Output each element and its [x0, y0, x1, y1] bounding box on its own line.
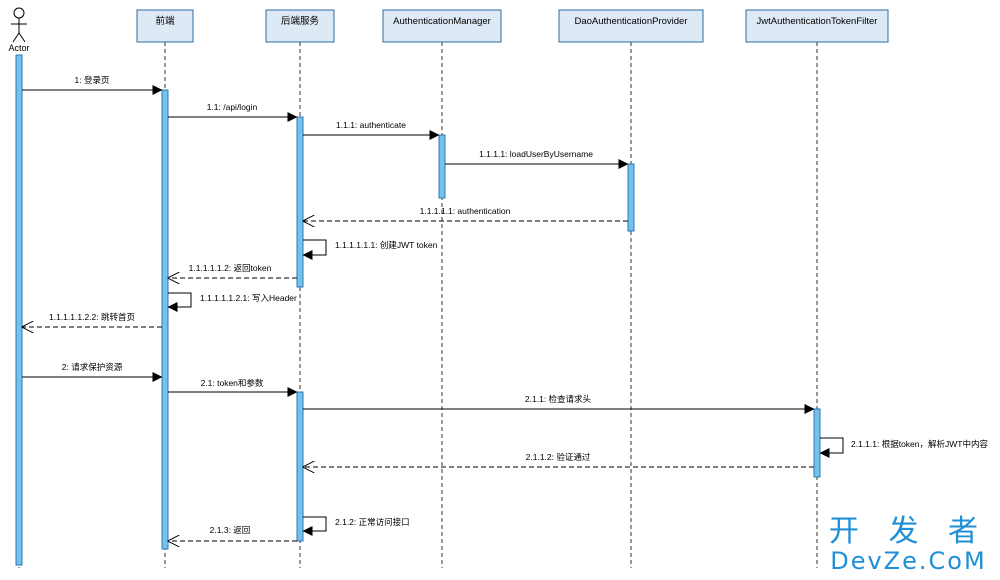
lifeline-head-jwtfilter: JwtAuthenticationTokenFilter	[745, 9, 889, 43]
activation-authmgr	[438, 134, 446, 199]
lifeline-head-authmgr: AuthenticationManager	[382, 9, 502, 43]
lifeline-head-backend: 后端服务	[265, 9, 335, 43]
watermark-en: DevZe.CoM	[830, 547, 987, 575]
lifeline-label-authmgr: AuthenticationManager	[393, 16, 491, 27]
message-label: 1.1.1.1.1.1: 创建JWT token	[335, 240, 438, 250]
message-label: 1.1.1: authenticate	[336, 120, 406, 130]
message-label: 2.1.1.2: 验证通过	[526, 452, 591, 462]
activation-actor	[15, 54, 23, 566]
message-1-1-1-1-1-2: 1.1.1.1.1.2: 返回token	[168, 263, 297, 278]
message-label: 2.1.2: 正常访问接口	[335, 517, 410, 527]
message-arrow	[167, 292, 192, 312]
actor-label: Actor	[8, 43, 29, 53]
message-1-1-1-1-1-1: 1.1.1.1.1.1: 创建JWT token	[302, 239, 438, 260]
activation-frontend	[161, 89, 169, 550]
message-2-1-1-2: 2.1.1.2: 验证通过	[303, 452, 814, 467]
watermark-cn: 开 发 者	[828, 514, 988, 549]
message-2-1-3: 2.1.3: 返回	[168, 525, 297, 541]
lifeline-label-daoprov: DaoAuthenticationProvider	[574, 16, 687, 27]
message-1-1-1-1-1: 1.1.1.1.1: authentication	[303, 206, 628, 221]
message-1-1: 1.1: /api/login	[168, 102, 298, 122]
message-label: 1.1.1.1: loadUserByUsername	[479, 149, 593, 159]
message-2: 2: 请求保护资源	[22, 362, 163, 382]
lifeline-head-frontend: 前端	[136, 9, 194, 43]
activation-backend-2	[296, 391, 304, 542]
message-label: 2: 请求保护资源	[62, 362, 123, 372]
message-label: 1.1: /api/login	[207, 102, 258, 112]
lifeline-label-jwtfilter: JwtAuthenticationTokenFilter	[757, 16, 878, 27]
message-label: 2.1.1.1: 根据token，解析JWT中内容	[851, 439, 988, 449]
lifeline-label-backend: 后端服务	[281, 15, 320, 27]
message-label: 1.1.1.1.1.2.2: 跳转首页	[49, 312, 135, 322]
lifeline-lines	[18, 42, 818, 568]
message-2-1-1: 2.1.1: 检查请求头	[303, 394, 815, 414]
activation-backend-1	[296, 116, 304, 288]
actor-stick-figure	[11, 7, 27, 43]
lifeline-label-frontend: 前端	[155, 15, 175, 27]
message-2-1: 2.1: token和参数	[168, 378, 298, 397]
message-1-1-1-1-1-2-1: 1.1.1.1.1.2.1: 写入Header	[167, 292, 297, 312]
message-arrow	[819, 437, 844, 458]
message-label: 1.1.1.1.1.2: 返回token	[189, 263, 272, 273]
activation-bars	[15, 54, 821, 566]
activation-jwtfilter	[813, 408, 821, 478]
message-label: 1.1.1.1.1: authentication	[420, 206, 511, 216]
message-label: 2.1: token和参数	[201, 378, 264, 388]
message-1-1-1: 1.1.1: authenticate	[303, 120, 440, 140]
message-label: 2.1.3: 返回	[210, 525, 251, 535]
watermark-logo: 开 发 者 DevZe.CoM	[828, 514, 988, 575]
message-arrow	[302, 516, 327, 536]
message-arrow	[302, 239, 327, 260]
message-label: 1: 登录页	[75, 75, 110, 85]
lifeline-head-daoprov: DaoAuthenticationProvider	[558, 9, 704, 43]
message-2-1-2: 2.1.2: 正常访问接口	[302, 516, 410, 536]
message-1: 1: 登录页	[22, 75, 163, 95]
message-1-1-1-1-1-2-2: 1.1.1.1.1.2.2: 跳转首页	[22, 312, 162, 327]
actor: Actor	[8, 7, 30, 53]
message-2-1-1-1: 2.1.1.1: 根据token，解析JWT中内容	[819, 437, 988, 458]
message-label: 2.1.1: 检查请求头	[525, 394, 592, 404]
activation-daoprov	[627, 163, 635, 232]
message-1-1-1-1: 1.1.1.1: loadUserByUsername	[445, 149, 629, 169]
message-label: 1.1.1.1.1.2.1: 写入Header	[200, 293, 297, 303]
